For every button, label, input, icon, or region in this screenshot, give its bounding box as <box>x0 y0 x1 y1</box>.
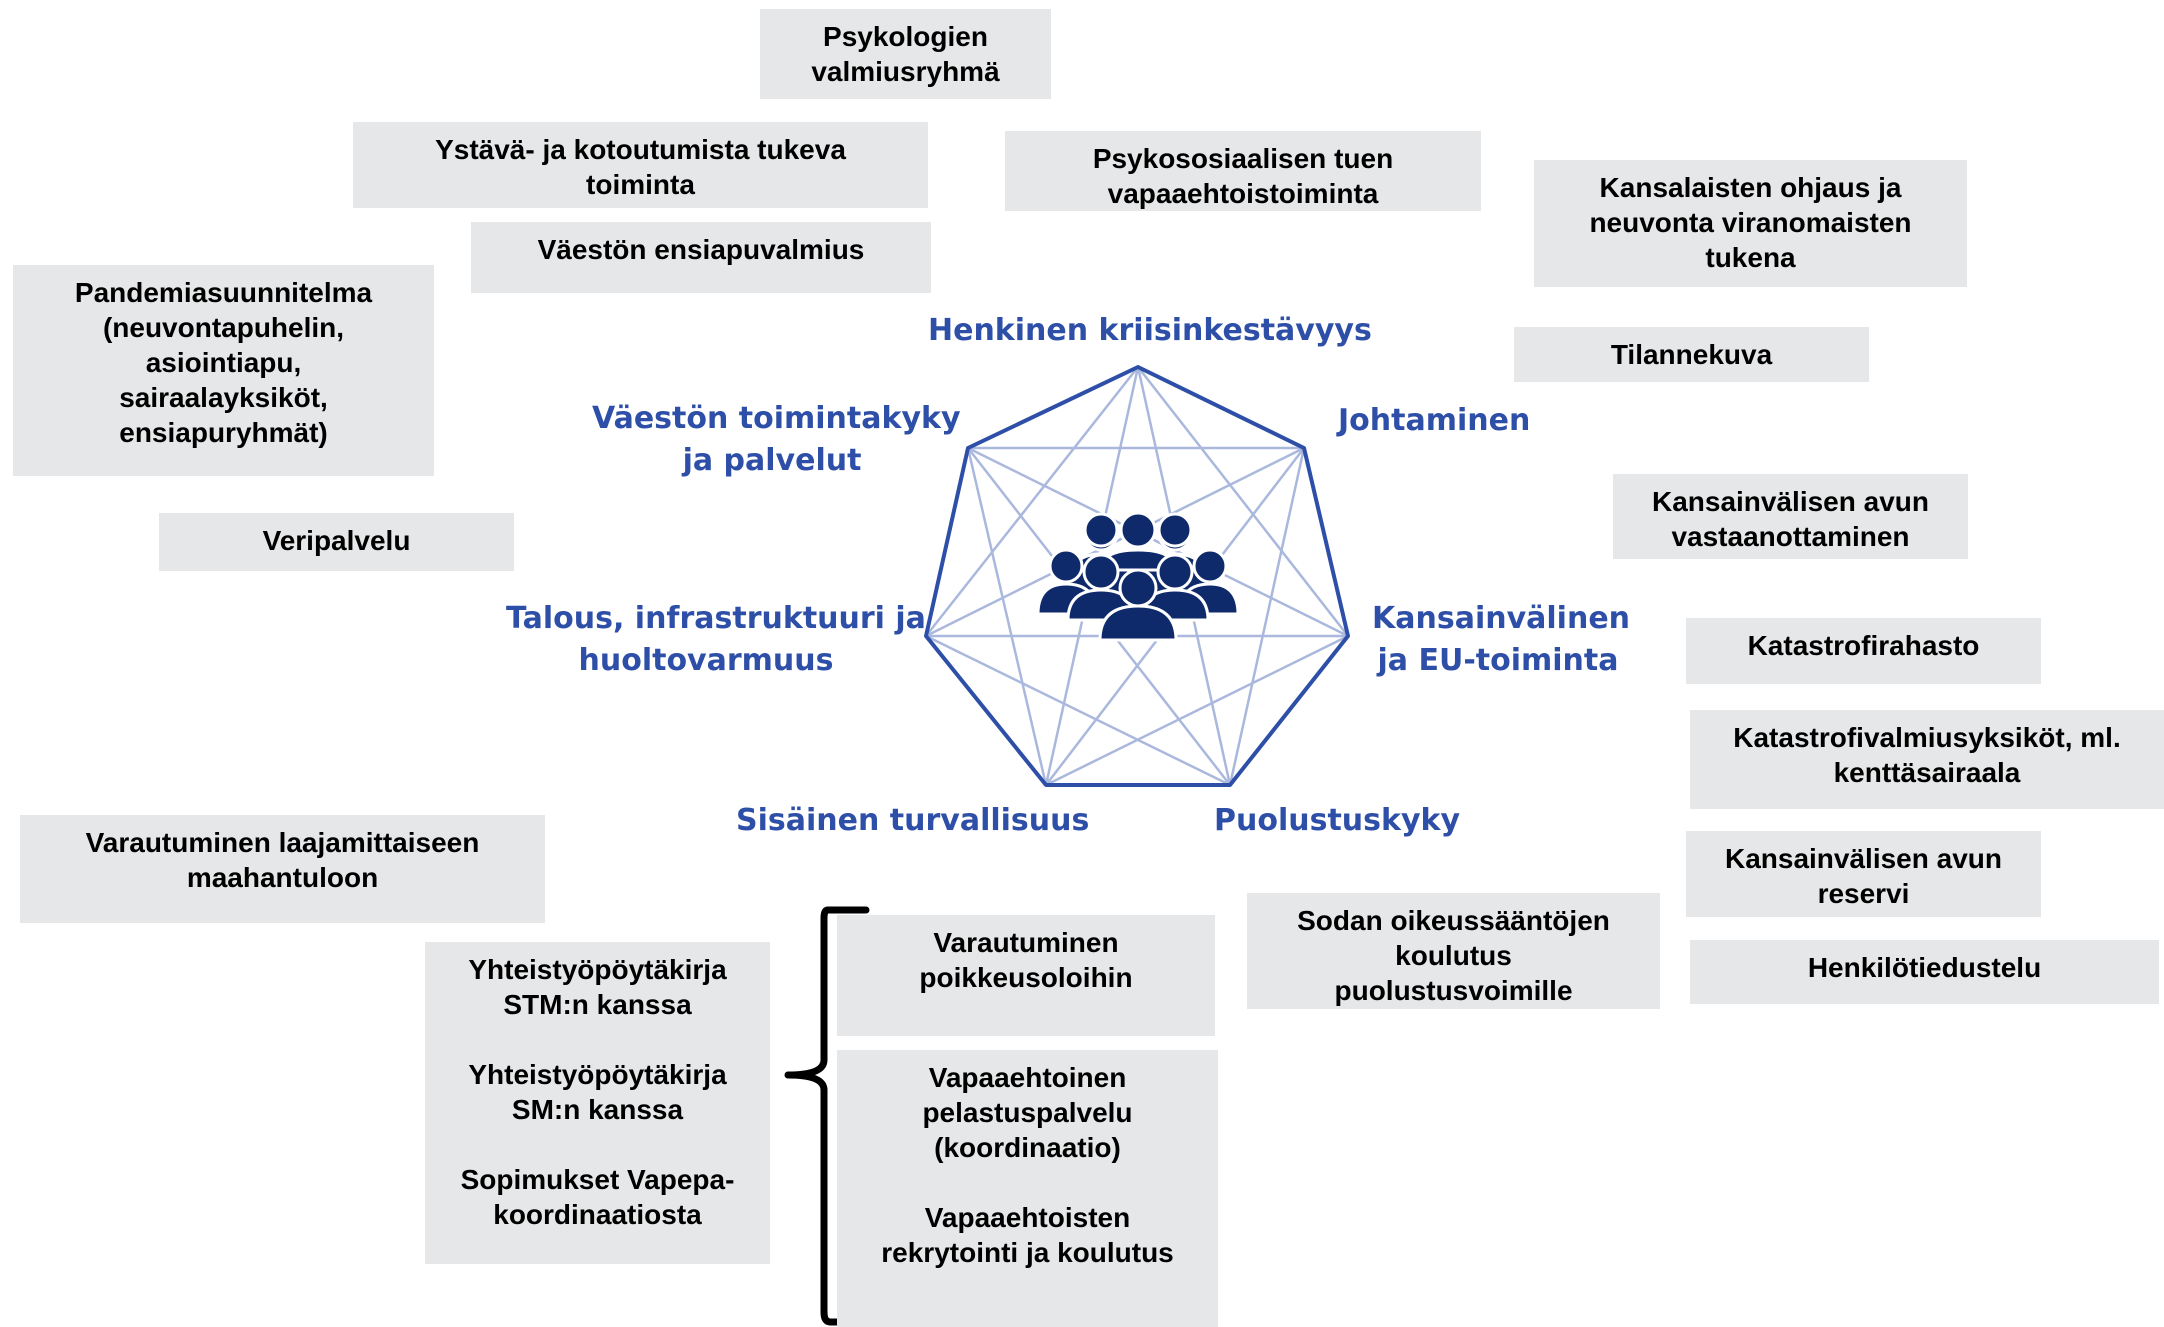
box-vapepa-palvelu-text: Vapaaehtoinen pelastuspalvelu (koordinaa… <box>922 1062 1133 1163</box>
box-kansalaisten-text: Kansalaisten ohjaus ja neuvonta viranoma… <box>1589 172 1912 273</box>
box-yhteistyo-stm-text: Yhteistyöpöytäkirja STM:n kanssa <box>468 954 727 1020</box>
box-spacer <box>837 1165 1218 1200</box>
label-kansainvalinen-line1: Kansainvälinen <box>1372 601 1631 636</box>
box-katastrofirahasto-text: Katastrofirahasto <box>1747 630 1980 661</box>
label-talous-line2: huoltovarmuus <box>578 643 834 678</box>
box-spacer <box>425 1022 770 1057</box>
box-vaeston-ensiapuvalmius: Väestön ensiapuvalmius <box>471 222 931 293</box>
grouping-bracket <box>784 906 870 1326</box>
box-kansalaisten-ohjaus: Kansalaisten ohjaus ja neuvonta viranoma… <box>1534 160 1967 287</box>
box-pandemia-text: Pandemiasuunnitelma (neuvontapuhelin, as… <box>74 277 373 448</box>
box-avun-vastaanottaminen-text: Kansainvälisen avun vastaanottaminen <box>1651 486 1929 552</box>
box-pandemiasuunnitelma: Pandemiasuunnitelma (neuvontapuhelin, as… <box>13 265 434 476</box>
label-sisainen-turvallisuus: Sisäinen turvallisuus <box>736 803 1090 838</box>
label-vaeston-toimintakyky: Väestön toimintakyky ja palvelut <box>592 398 961 482</box>
box-henkilotiedustelu-text: Henkilötiedustelu <box>1807 952 2042 983</box>
box-veripalvelu: Veripalvelu <box>159 513 514 571</box>
label-talous-line1: Talous, infrastruktuuri ja <box>506 601 926 636</box>
box-psykososiaalisen-tuen: Psykososiaalisen tuen vapaaehtoistoimint… <box>1005 131 1481 211</box>
box-spacer <box>425 1127 770 1162</box>
label-vaeston-toimintakyky-line1: Väestön toimintakyky <box>592 401 961 436</box>
box-psykologien-text: Psykologien valmiusryhmä <box>811 21 1000 87</box>
box-ystava-text: Ystävä- ja kotoutumista tukeva toiminta <box>435 134 846 200</box>
box-varautuminen-poikkeusoloihin: Varautuminen poikkeusoloihin <box>837 915 1215 1036</box>
label-kansainvalinen-eu: Kansainvälinen ja EU-toiminta <box>1372 598 1630 682</box>
box-vapaaehtoinen-pelastuspalvelu: Vapaaehtoinen pelastuspalvelu (koordinaa… <box>837 1050 1218 1327</box>
box-yhteistyo-sm-text: Yhteistyöpöytäkirja SM:n kanssa <box>468 1059 727 1125</box>
box-kansainvalisen-avun-reservi: Kansainvälisen avun reservi <box>1686 831 2041 917</box>
label-kansainvalinen-line2: ja EU-toiminta <box>1377 643 1619 678</box>
box-poikkeusolot-text: Varautuminen poikkeusoloihin <box>919 927 1133 993</box>
box-henkilotiedustelu: Henkilötiedustelu <box>1690 940 2159 1004</box>
box-maahantulo-text: Varautuminen laajamittaiseen maahantuloo… <box>85 827 480 893</box>
label-puolustuskyky: Puolustuskyky <box>1214 803 1461 838</box>
box-ensiapuvalmius-text: Väestön ensiapuvalmius <box>537 234 865 265</box>
box-yhteistyo-sopimukset: Yhteistyöpöytäkirja STM:n kanssa Yhteist… <box>425 942 770 1264</box>
box-tilannekuva: Tilannekuva <box>1514 327 1869 382</box>
label-talous-infrastruktuuri: Talous, infrastruktuuri ja huoltovarmuus <box>506 598 926 682</box>
box-psykologien-valmiusryhma: Psykologien valmiusryhmä <box>760 9 1051 99</box>
box-katastrofirahasto: Katastrofirahasto <box>1686 618 2041 684</box>
box-varautuminen-maahantuloon: Varautuminen laajamittaiseen maahantuloo… <box>20 815 545 923</box>
label-henkinen-kriisinkestavyys: Henkinen kriisinkestävyys <box>928 313 1372 348</box>
box-kansainvalisen-avun-vastaanottaminen: Kansainvälisen avun vastaanottaminen <box>1613 474 1968 559</box>
box-sodan-oikeussaantojen: Sodan oikeussääntöjen koulutus puolustus… <box>1247 893 1660 1009</box>
box-veripalvelu-text: Veripalvelu <box>262 525 411 556</box>
label-johtaminen: Johtaminen <box>1338 403 1531 438</box>
label-vaeston-toimintakyky-line2: ja palvelut <box>682 443 862 478</box>
box-psykososiaalisen-text: Psykososiaalisen tuen vapaaehtoistoimint… <box>1092 143 1394 209</box>
box-sodan-text: Sodan oikeussääntöjen koulutus puolustus… <box>1297 905 1610 1006</box>
box-rekrytointi-text: Vapaaehtoisten rekrytointi ja koulutus <box>881 1202 1174 1268</box>
box-ystava-kotoutumista: Ystävä- ja kotoutumista tukeva toiminta <box>353 122 928 208</box>
box-katastrofivalmius-text: Katastrofivalmiusyksiköt, ml. kenttäsair… <box>1733 722 2121 788</box>
people-group-icon <box>1036 511 1240 642</box>
box-tilannekuva-text: Tilannekuva <box>1610 339 1773 370</box>
box-avun-reservi-text: Kansainvälisen avun reservi <box>1724 843 2002 909</box>
box-katastrofivalmiusyksikot: Katastrofivalmiusyksiköt, ml. kenttäsair… <box>1690 710 2164 809</box>
heptagon-outline <box>924 365 1350 787</box>
box-sopimukset-text: Sopimukset Vapepa- koordinaatiosta <box>460 1164 735 1230</box>
